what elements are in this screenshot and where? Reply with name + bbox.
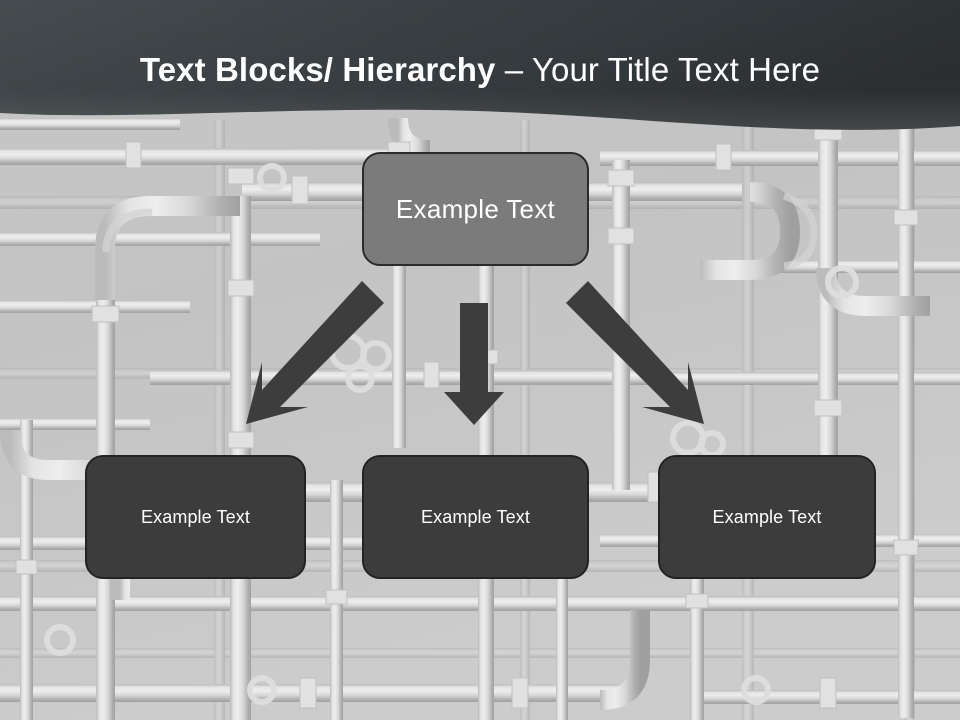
header-band (0, 0, 960, 150)
hierarchy-child-box-3[interactable]: Example Text (658, 455, 876, 579)
page-title-separator: – (495, 51, 532, 88)
hierarchy-root-box[interactable]: Example Text (362, 152, 589, 266)
hierarchy-child-box-1[interactable]: Example Text (85, 455, 306, 579)
page-title-light: Your Title Text Here (531, 51, 821, 88)
page-title: Text Blocks/ Hierarchy – Your Title Text… (0, 50, 960, 90)
hierarchy-child-box-2[interactable]: Example Text (362, 455, 589, 579)
hierarchy-child-label-3: Example Text (712, 506, 822, 527)
hierarchy-root-label: Example Text (395, 193, 556, 224)
hierarchy-child-label-1: Example Text (141, 506, 250, 527)
page-title-strong: Text Blocks/ Hierarchy (139, 51, 496, 88)
hierarchy-child-label-2: Example Text (421, 506, 530, 527)
